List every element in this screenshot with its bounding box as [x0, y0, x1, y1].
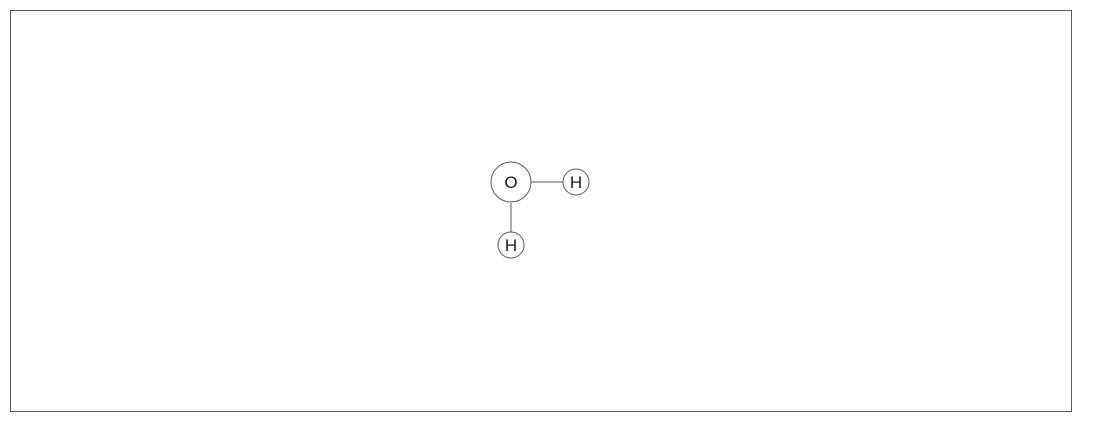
- atom-oxygen-circle: [490, 161, 532, 203]
- atom-oxygen: O: [490, 161, 532, 203]
- diagram-frame: [10, 10, 1072, 412]
- atom-hydrogen-1-label: H: [570, 173, 582, 192]
- atom-hydrogen-1-circle: [562, 168, 590, 196]
- atom-oxygen-label: O: [504, 173, 517, 192]
- atom-hydrogen-1: H: [562, 168, 590, 196]
- atom-hydrogen-2-circle: [497, 231, 525, 259]
- atom-hydrogen-2: H: [497, 231, 525, 259]
- atom-hydrogen-2-label: H: [505, 236, 517, 255]
